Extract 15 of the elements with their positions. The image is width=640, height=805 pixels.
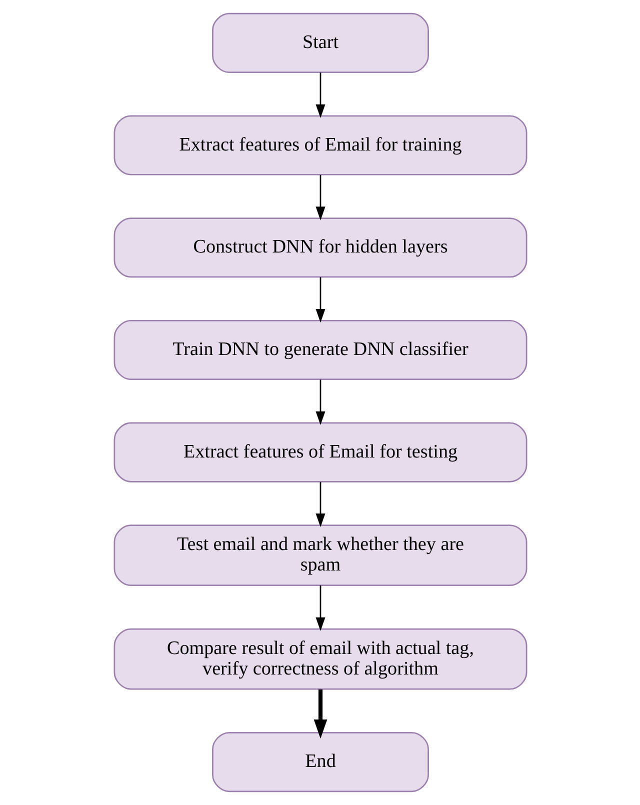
node-box: Compare result of email with actual tag, verify correctness of algorithm (113, 628, 527, 690)
node-box: Start (212, 12, 428, 73)
arrow (315, 277, 325, 323)
arrow (315, 482, 325, 528)
node-box: Train DNN to generate DNN classifier (113, 320, 527, 380)
node-box: Extract features of Email for testing (113, 422, 527, 482)
arrow (313, 689, 327, 739)
arrow (315, 380, 325, 425)
arrow (315, 585, 325, 631)
arrow (315, 174, 325, 220)
node-box: End (212, 732, 428, 792)
node-box: Extract features of Email for training (113, 115, 527, 176)
node-box: Construct DNN for hidden layers (113, 218, 527, 278)
arrow (315, 72, 325, 118)
node-box: Test email and mark whether they are spam (113, 524, 527, 586)
